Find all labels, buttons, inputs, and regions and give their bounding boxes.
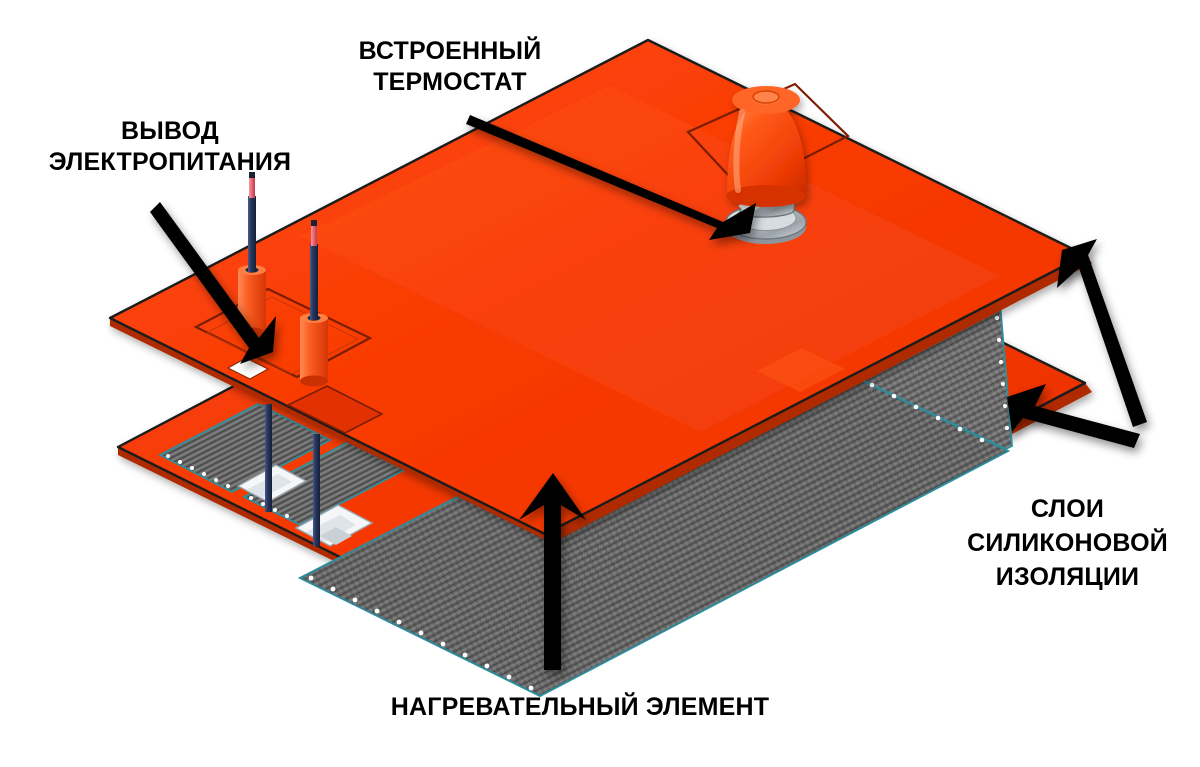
label-silicone-layers: СЛОИ СИЛИКОНОВОЙ ИЗОЛЯЦИИ bbox=[967, 495, 1168, 591]
power-wire-2 bbox=[310, 244, 318, 320]
power-wire-tip-1 bbox=[249, 176, 255, 198]
power-wire-lower-2 bbox=[313, 434, 320, 546]
arrow-to-top-silicone-layer bbox=[1057, 239, 1147, 427]
arrow-to-thermostat bbox=[466, 115, 756, 240]
arrow-to-bottom-silicone-layer bbox=[1007, 384, 1140, 448]
label-builtin-thermostat: ВСТРОЕННЫЙ ТЕРМОСТАТ bbox=[358, 37, 542, 96]
arrow-to-power-lead bbox=[150, 202, 276, 364]
wire-strain-relief-boot-2 bbox=[300, 313, 328, 387]
power-wire-tip-2 bbox=[311, 224, 317, 246]
top-sheet-notch bbox=[757, 348, 845, 392]
power-wire-lower-1 bbox=[265, 404, 272, 512]
callout-arrows bbox=[150, 115, 1147, 670]
arrow-to-heating-element bbox=[519, 473, 586, 670]
power-wire-1 bbox=[248, 196, 256, 272]
label-heating-element: НАГРЕВАТЕЛЬНЫЙ ЭЛЕМЕНТ bbox=[390, 693, 770, 721]
thermostat-silicone-dome bbox=[726, 86, 806, 207]
label-power-lead: ВЫВОД ЭЛЕКТРОПИТАНИЯ bbox=[48, 117, 292, 176]
